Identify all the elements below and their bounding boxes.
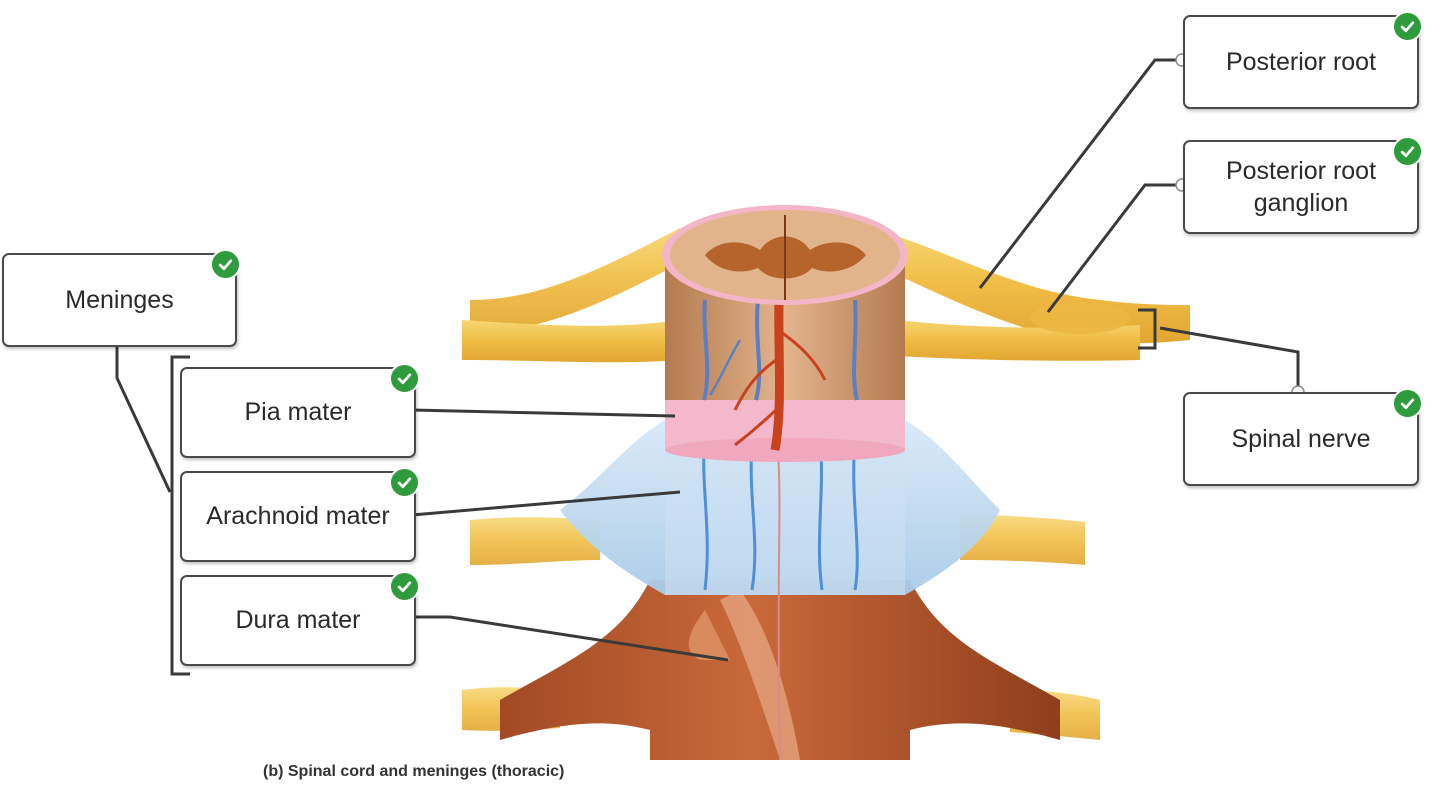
leader-lines (115, 58, 1300, 676)
leader-pia-mater (411, 408, 676, 418)
check-icon (1392, 388, 1423, 419)
check-icon (1392, 11, 1423, 42)
leader-arachnoid-mater (411, 490, 681, 517)
label-posterior-root[interactable]: Posterior root (1183, 11, 1423, 109)
check-icon (210, 249, 241, 280)
spinal-cord-column (662, 205, 908, 451)
label-dura-mater[interactable]: Dura mater (180, 571, 420, 666)
pia-mater-region (665, 390, 905, 462)
label-meninges-text: Meninges (65, 285, 174, 314)
leader-posterior-root (978, 58, 1182, 289)
leader-spinal-nerve (1159, 326, 1300, 392)
label-pia-mater[interactable]: Pia mater (180, 363, 420, 458)
label-spinal-nerve[interactable]: Spinal nerve (1183, 388, 1423, 486)
label-posterior-root-ganglion-text: Posterior root ganglion (1225, 156, 1377, 218)
bracket-spinal-nerve (1138, 308, 1157, 350)
bracket-meninges (170, 355, 190, 676)
check-icon (389, 571, 420, 602)
check-icon (389, 467, 420, 498)
check-icon (389, 363, 420, 394)
check-icon (1392, 136, 1423, 167)
leader-posterior-root-ganglion (1046, 183, 1182, 313)
label-posterior-root-text: Posterior root (1225, 47, 1377, 76)
figure-caption: (b) Spinal cord and meninges (thoracic) (263, 763, 565, 780)
label-meninges[interactable]: Meninges (2, 249, 241, 347)
label-arachnoid-mater-text: Arachnoid mater (206, 502, 390, 531)
label-spinal-nerve-text: Spinal nerve (1231, 424, 1371, 453)
leader-dura-mater (412, 615, 729, 662)
arachnoid-mater-region (560, 420, 1000, 761)
label-posterior-root-ganglion[interactable]: Posterior root ganglion (1183, 136, 1423, 234)
label-dura-mater-text: Dura mater (235, 606, 361, 635)
leader-meninges (115, 340, 172, 493)
label-arachnoid-mater[interactable]: Arachnoid mater (180, 467, 420, 562)
label-pia-mater-text: Pia mater (244, 398, 352, 427)
